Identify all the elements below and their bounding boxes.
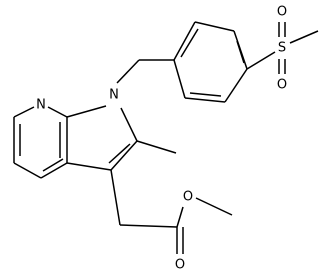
bond bbox=[136, 140, 177, 154]
bond bbox=[176, 206, 184, 228]
bond bbox=[119, 224, 178, 228]
sulfonyl-sulfur-label: S bbox=[278, 41, 286, 56]
bond bbox=[173, 59, 186, 99]
bond bbox=[224, 68, 248, 103]
bond bbox=[184, 97, 226, 103]
bond bbox=[108, 143, 131, 164]
pyrrole-nitrogen-label: N bbox=[109, 88, 119, 103]
bond bbox=[289, 30, 319, 44]
bond bbox=[66, 162, 112, 171]
bond bbox=[194, 21, 235, 32]
bond-group bbox=[13, 21, 319, 254]
sulfonyl-oxygen-bottom-label: O bbox=[277, 78, 287, 93]
bond bbox=[120, 107, 138, 142]
bond bbox=[40, 162, 68, 179]
bond bbox=[47, 106, 68, 118]
bond bbox=[13, 162, 42, 179]
bond bbox=[116, 59, 140, 84]
bond bbox=[42, 158, 64, 172]
bond bbox=[246, 51, 276, 70]
sulfonyl-oxygen-top-label: O bbox=[277, 5, 287, 20]
bond bbox=[189, 92, 222, 97]
bond bbox=[173, 21, 196, 61]
ester-oxygen-double-label: O bbox=[175, 258, 185, 273]
atom-label-group: N N S O O O O bbox=[36, 5, 287, 273]
bond bbox=[195, 197, 233, 216]
pyridine-nitrogen-label: N bbox=[36, 98, 46, 113]
bond bbox=[13, 106, 35, 118]
bond bbox=[236, 40, 245, 64]
bond bbox=[110, 140, 138, 171]
ester-oxygen-single-label: O bbox=[183, 190, 193, 205]
bond bbox=[110, 169, 121, 226]
bond bbox=[180, 28, 199, 58]
bond bbox=[66, 105, 107, 118]
